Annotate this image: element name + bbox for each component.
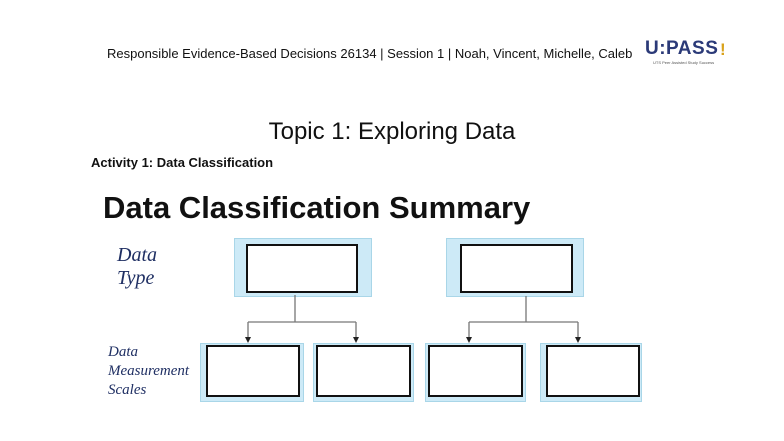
label-line: Type [117, 267, 155, 289]
scale-blank-3 [428, 345, 523, 397]
data-type-blank-right [460, 244, 573, 293]
arrow-down-icon [245, 337, 251, 343]
topic-title: Topic 1: Exploring Data [268, 118, 516, 145]
scale-blank-2 [316, 345, 411, 397]
data-type-label: Data Type [117, 244, 157, 290]
scale-blank-4 [546, 345, 640, 397]
label-line: Data [108, 344, 138, 360]
arrow-down-icon [466, 337, 472, 343]
arrow-down-icon [353, 337, 359, 343]
label-line: Data [117, 244, 157, 266]
lightbulb-icon: ! [720, 40, 726, 59]
data-type-blank-left [246, 244, 358, 293]
arrow-down-icon [575, 337, 581, 343]
session-header: Responsible Evidence-Based Decisions 261… [107, 46, 633, 61]
label-line: Scales [108, 382, 147, 398]
left-connector [247, 295, 357, 338]
measurement-scales-label: Data Measurement Scales [108, 343, 189, 400]
scale-blank-1 [206, 345, 300, 397]
right-connector [468, 296, 579, 338]
label-line: Measurement [108, 363, 190, 379]
upass-logo: U:PASS ! UTS Peer Assisted Study Success [645, 38, 735, 68]
logo-tagline: UTS Peer Assisted Study Success [653, 60, 715, 65]
slide-title: Data Classification Summary [103, 190, 531, 225]
activity-heading: Activity 1: Data Classification [91, 155, 274, 170]
logo-text: U:PASS [645, 38, 719, 59]
